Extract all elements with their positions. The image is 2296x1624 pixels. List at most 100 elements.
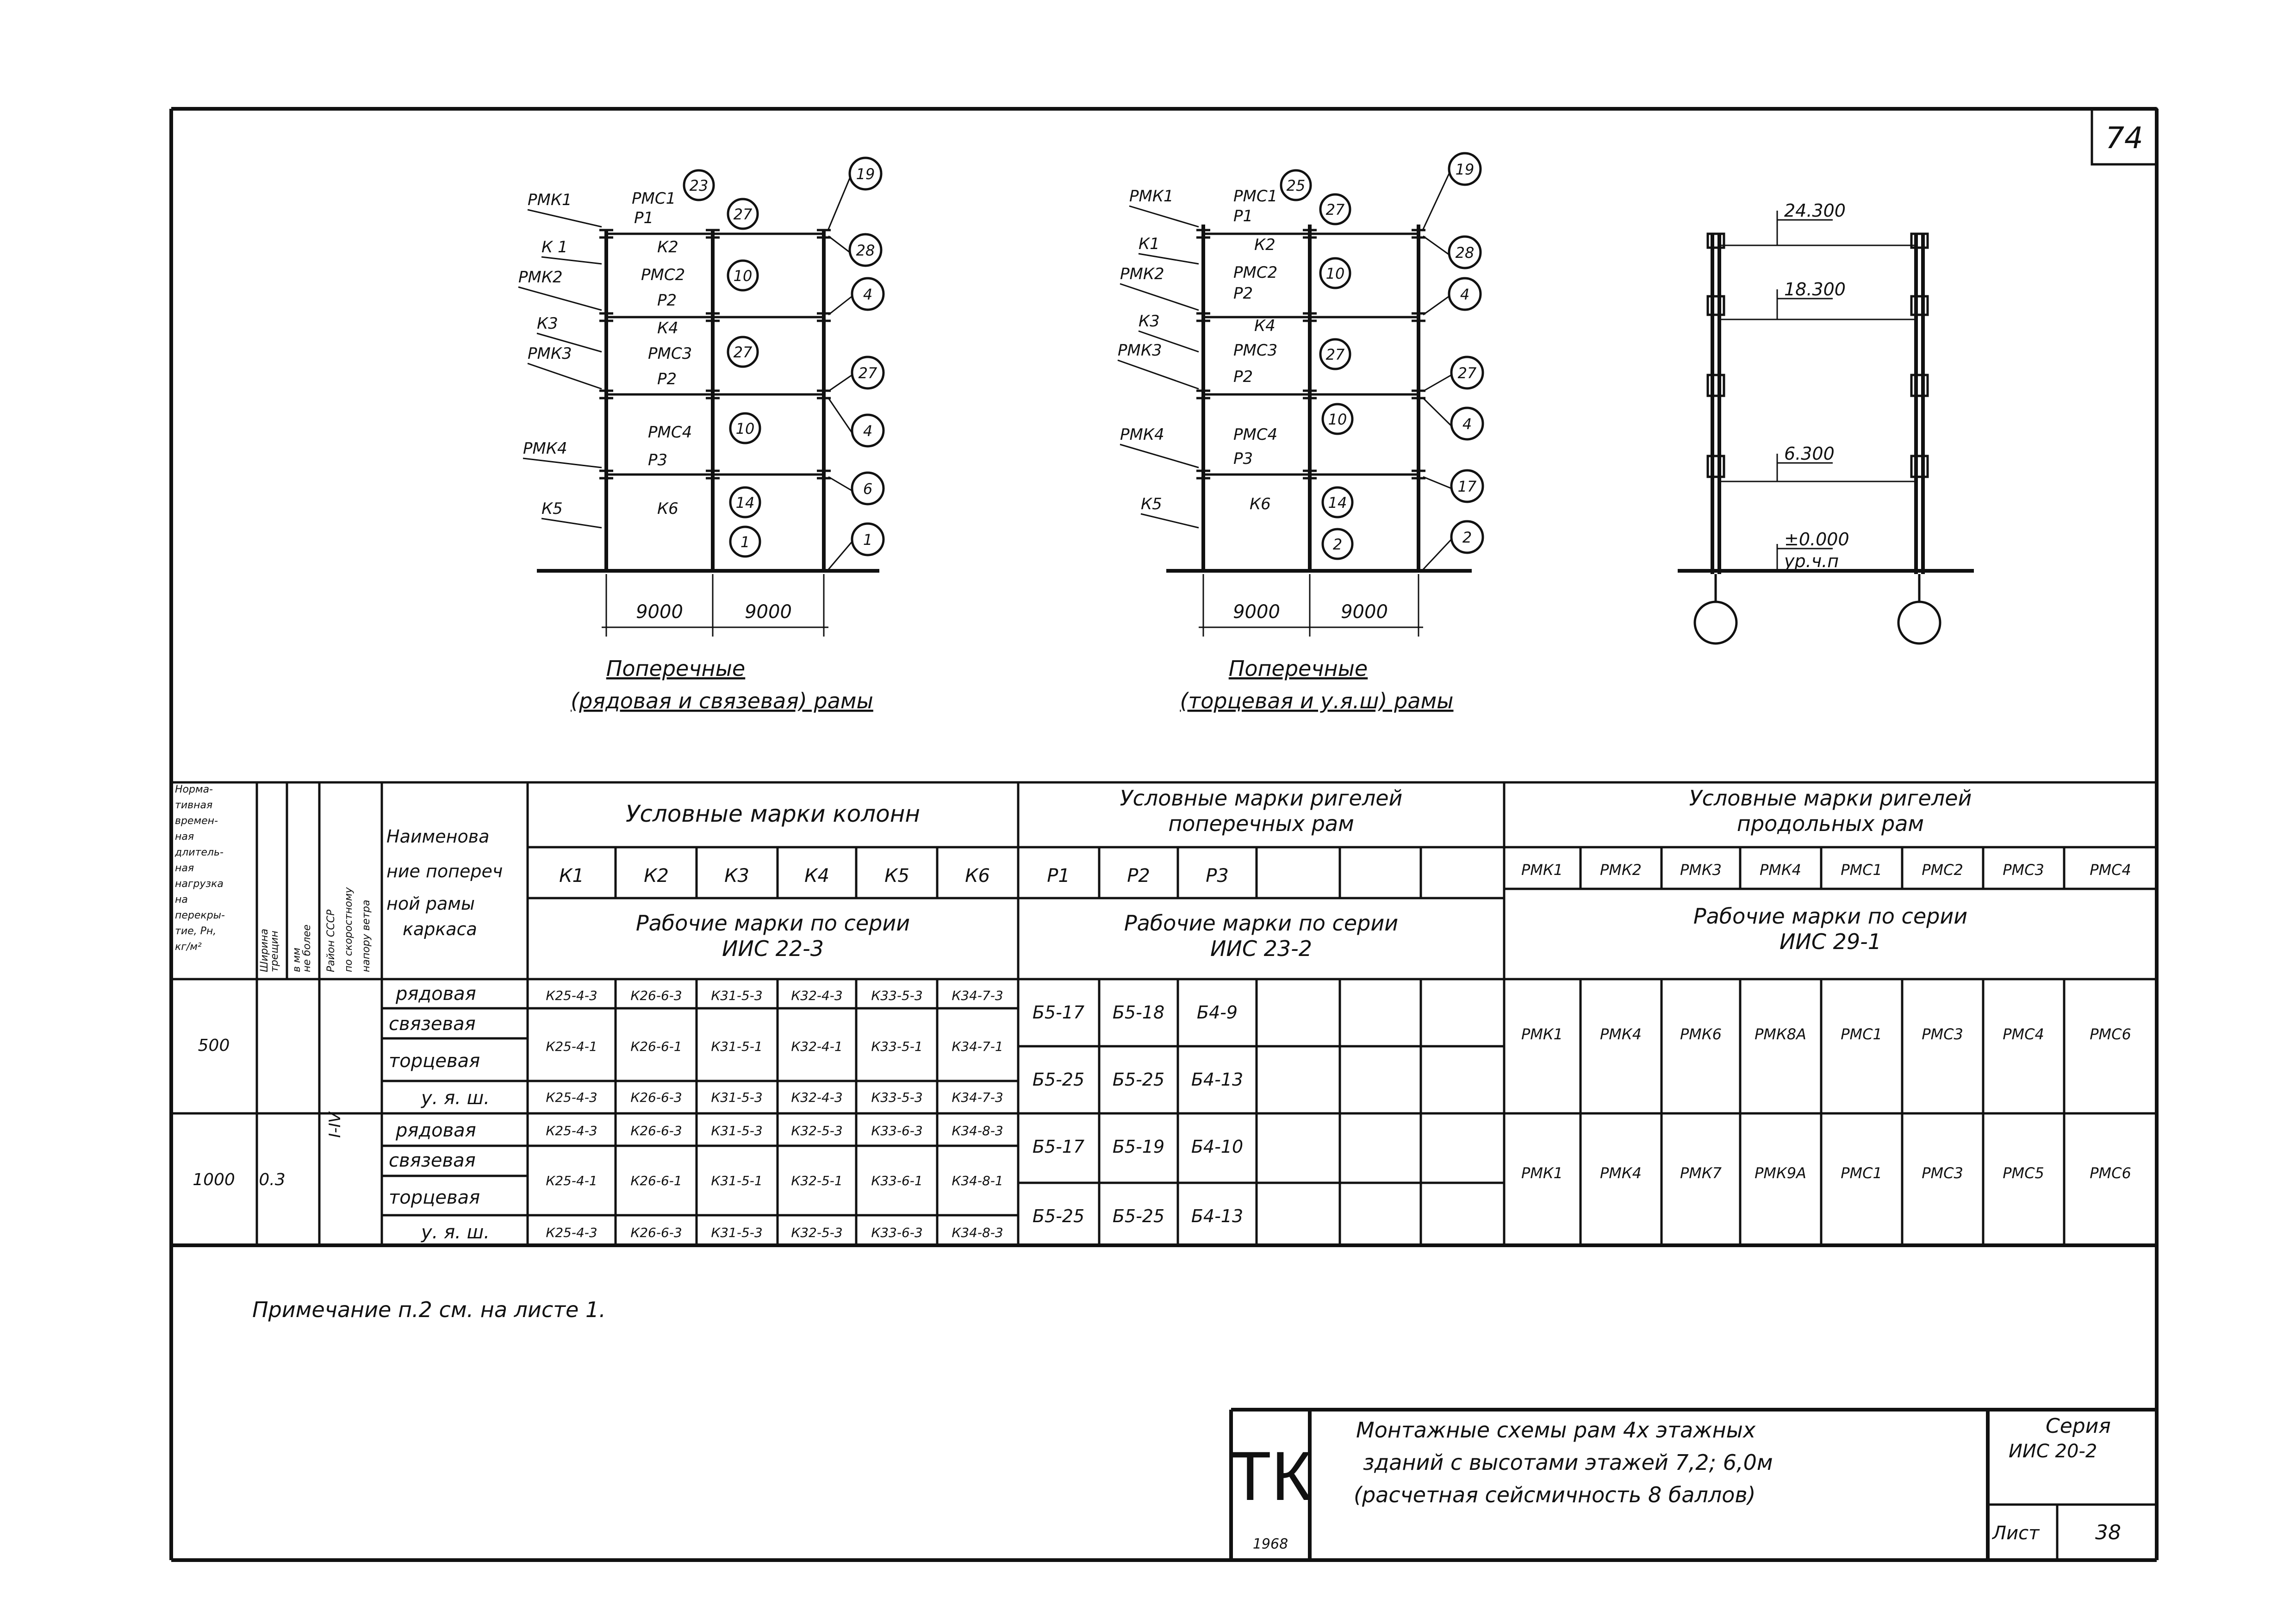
frame-diagram-middle: РМК1 К1 РМК2 К3 РМК3 РМК4 К5 РМС1 Р1 К2 … xyxy=(1117,152,1484,713)
label: К4 xyxy=(657,319,678,337)
position-number: 27 xyxy=(734,206,753,223)
header-girders-series-1: Рабочие марки по серии xyxy=(1124,911,1398,936)
position-number: 28 xyxy=(1456,244,1475,262)
label: Р2 xyxy=(657,370,677,388)
joint-marks xyxy=(1196,229,1425,480)
column-mark-cell: К26-6-1 xyxy=(630,1039,682,1054)
header-text: на xyxy=(175,894,188,906)
header-columns-title: Условные марки колонн xyxy=(626,800,920,827)
middle-frame-circles-right: 19 28 4 27 4 17 2 xyxy=(1448,152,1484,554)
marks-table: Норма- тивная времен- ная длитель- ная н… xyxy=(171,781,2157,1247)
position-number: 23 xyxy=(690,177,709,194)
girder-mark-cell: Б5-17 xyxy=(1033,1002,1084,1023)
header-frame-name: Наименова ние попереч ной рамы каркаса xyxy=(386,826,503,939)
long-mark-cell: РМС4 xyxy=(2003,1025,2044,1043)
label: К4 xyxy=(1254,317,1276,335)
header-girders-title-1: Условные марки ригелей xyxy=(1120,786,1403,811)
left-frame-labels-mid: РМС1 Р1 К2 РМС2 Р2 К4 РМС3 Р2 РМС4 Р3 К6 xyxy=(632,189,692,518)
caption-line-2: (рядовая и связевая) рамы xyxy=(571,688,873,713)
position-number: 10 xyxy=(1328,411,1347,428)
position-number: 19 xyxy=(856,165,875,183)
header-mark: РМС3 xyxy=(2003,861,2044,879)
header-mark: К1 xyxy=(559,865,584,887)
long-mark-cell: РМК9А xyxy=(1755,1164,1806,1182)
middle-frame-circles-mid: 25 27 10 27 10 14 2 xyxy=(1280,169,1354,560)
header-wind-region: Район СССР по скоростному напору ветра xyxy=(325,887,372,972)
label: Р1 xyxy=(634,209,653,227)
long-mark-cell: РМК1 xyxy=(1521,1025,1563,1043)
position-number: 6 xyxy=(863,480,872,498)
header-mark: Р2 xyxy=(1127,865,1150,887)
girder-mark-cell: Б5-18 xyxy=(1113,1002,1164,1023)
series-label: Серия xyxy=(2046,1414,2111,1438)
caption-line-1: Поперечные xyxy=(1229,656,1368,681)
frame-name-cell: торцевая xyxy=(389,1050,480,1072)
header-mark: РМК2 xyxy=(1600,861,1642,879)
long-mark-cell: РМС6 xyxy=(2090,1164,2131,1182)
column-mark-cell: К34-7-3 xyxy=(952,1090,1003,1105)
long-mark-cell: РМС6 xyxy=(2090,1025,2131,1043)
header-text: Наименова xyxy=(386,826,489,847)
long-mark-cell: РМС1 xyxy=(1841,1164,1882,1182)
label: РМС4 xyxy=(648,423,692,442)
header-load: Норма- тивная времен- ная длитель- ная н… xyxy=(174,784,225,953)
position-number: 14 xyxy=(1328,494,1347,512)
label: РМС4 xyxy=(1233,425,1277,444)
position-number: 10 xyxy=(734,267,753,285)
column-mark-cell: К31-5-3 xyxy=(711,1123,762,1138)
long-mark-cell: РМК6 xyxy=(1680,1025,1722,1043)
dimension-span-2: 9000 xyxy=(1341,601,1388,623)
title-line-3: (расчетная сейсмичность 8 баллов) xyxy=(1354,1482,1756,1507)
header-mark: РМК4 xyxy=(1760,861,1801,879)
label: РМС3 xyxy=(648,344,692,363)
position-number: 19 xyxy=(1456,161,1475,178)
label: РМК2 xyxy=(1120,265,1164,283)
header-mark: К6 xyxy=(965,865,990,887)
label: РМС1 xyxy=(1233,187,1277,206)
column-mark-cell: К25-4-3 xyxy=(546,1090,597,1105)
header-long-series-2: ИИС 29-1 xyxy=(1780,929,1881,954)
load-value-1000: 1000 xyxy=(193,1170,235,1189)
header-girders-title-2: поперечных рам xyxy=(1168,811,1354,836)
column-mark-cell: К31-5-1 xyxy=(711,1173,762,1188)
header-text: ная xyxy=(175,831,194,843)
load-value-500: 500 xyxy=(198,1036,230,1055)
frame-name-cell: торцевая xyxy=(389,1187,480,1208)
column-mark-cell: К33-6-3 xyxy=(871,1123,922,1138)
position-number: 14 xyxy=(736,494,755,512)
level-label: ±0.000 xyxy=(1784,529,1849,550)
label: Р2 xyxy=(657,291,677,310)
column-mark-cell: К25-4-3 xyxy=(546,1123,597,1138)
label: Р3 xyxy=(648,451,667,469)
dimension-span-1: 9000 xyxy=(1233,601,1280,623)
column-mark-cell: К34-7-1 xyxy=(952,1039,1003,1054)
header-text: времен- xyxy=(175,815,218,827)
column-mark-cell: К26-6-3 xyxy=(630,1090,682,1105)
label: К 1 xyxy=(541,238,568,256)
dimension-span-2: 9000 xyxy=(745,601,792,623)
header-text: каркаса xyxy=(403,919,477,939)
position-number: 10 xyxy=(1326,265,1345,282)
position-number: 4 xyxy=(863,286,872,303)
position-number: 27 xyxy=(859,364,877,382)
header-text: Норма- xyxy=(175,784,213,795)
header-text: трещин xyxy=(269,931,280,972)
girder-mark-cell: Б4-10 xyxy=(1191,1137,1243,1157)
middle-frame-labels-mid: РМС1 Р1 К2 РМС2 Р2 К4 РМС3 Р2 РМС4 Р3 К6 xyxy=(1233,187,1277,513)
position-number: 1 xyxy=(863,531,872,549)
wind-region-value: I-IV xyxy=(326,1111,344,1137)
column-mark-cell: К32-5-1 xyxy=(791,1173,842,1188)
position-number: 2 xyxy=(1333,536,1342,553)
column-mark-cell: К31-5-3 xyxy=(711,988,762,1003)
logo-text: ТК xyxy=(1229,1437,1312,1515)
girder-mark-cell: Б5-25 xyxy=(1033,1206,1084,1226)
header-columns-series-1: Рабочие марки по серии xyxy=(636,911,910,936)
frame-elevation-right: 24.300 18.300 6.300 ±0.000 ур.ч.п xyxy=(1678,200,1974,645)
header-mark: РМС4 xyxy=(2090,861,2131,879)
header-text: по скоростному xyxy=(343,887,355,972)
position-number: 4 xyxy=(863,422,872,440)
long-mark-cell: РМС1 xyxy=(1841,1025,1882,1043)
header-text: тивная xyxy=(175,800,212,811)
note-text: Примечание п.2 см. на листе 1. xyxy=(252,1297,606,1322)
